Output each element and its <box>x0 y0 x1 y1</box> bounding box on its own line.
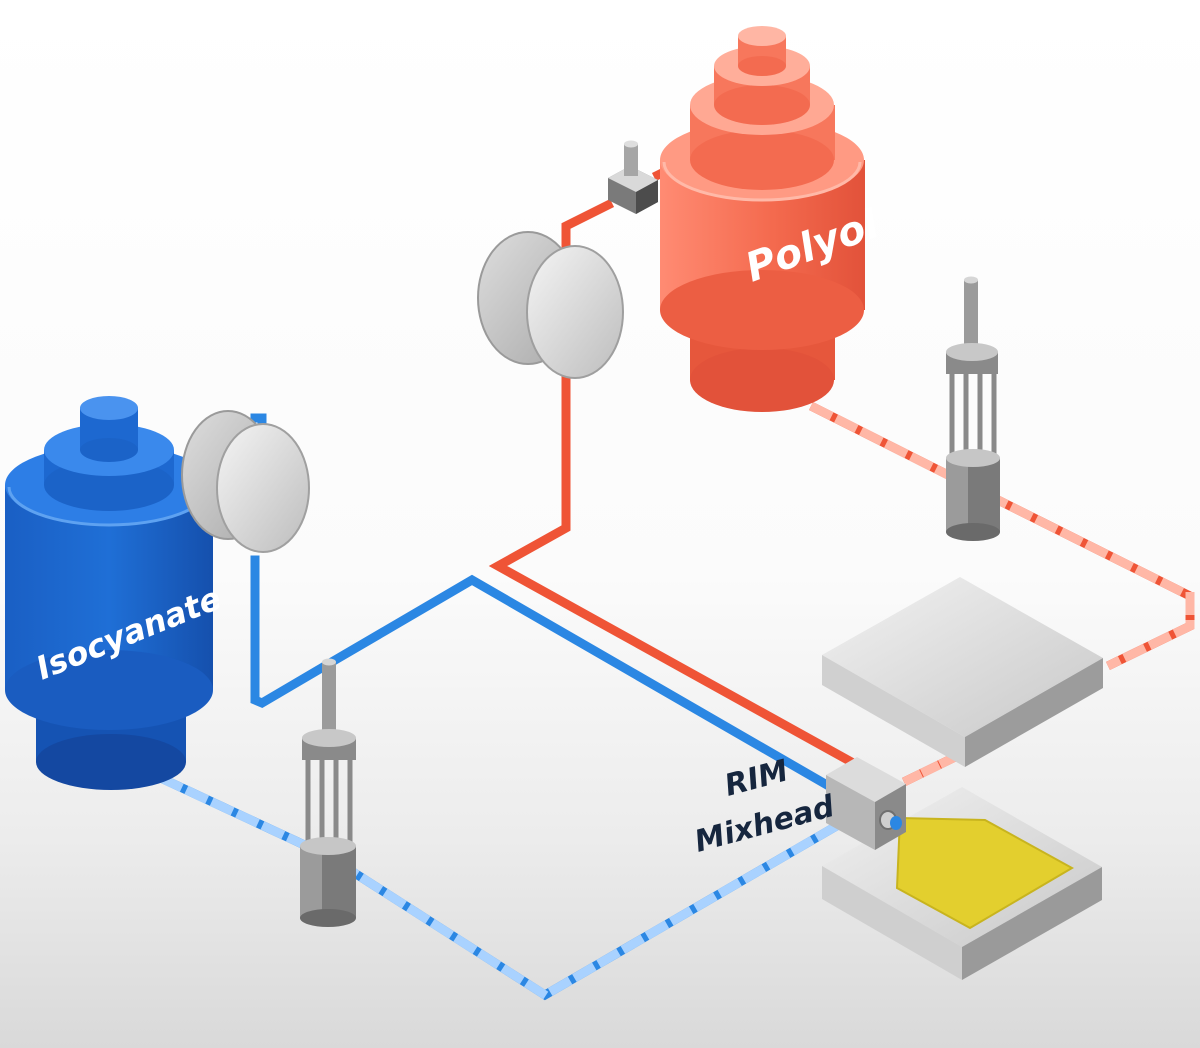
mixhead-label-line1: RIM <box>721 753 792 803</box>
mixhead-label-line2: Mixhead <box>691 789 839 860</box>
polyol-metering-piston-icon <box>946 276 1000 541</box>
rim-mixhead-icon <box>826 757 906 850</box>
isocyanate-metering-piston-icon <box>300 658 356 927</box>
isocyanate-pump-icon <box>181 410 310 553</box>
molded-part <box>895 816 1075 930</box>
rim-mixhead-label: RIM Mixhead <box>691 753 839 859</box>
polyol-pump-icon <box>477 231 624 379</box>
mold-top-half <box>822 577 1103 767</box>
isocyanate-return-line <box>159 774 859 1001</box>
polyol-tank: Polyol <box>660 26 886 412</box>
isocyanate-tank: Isocyanate <box>5 396 226 790</box>
polyol-valve-icon <box>608 140 658 214</box>
polyol-return-line <box>808 401 1195 787</box>
